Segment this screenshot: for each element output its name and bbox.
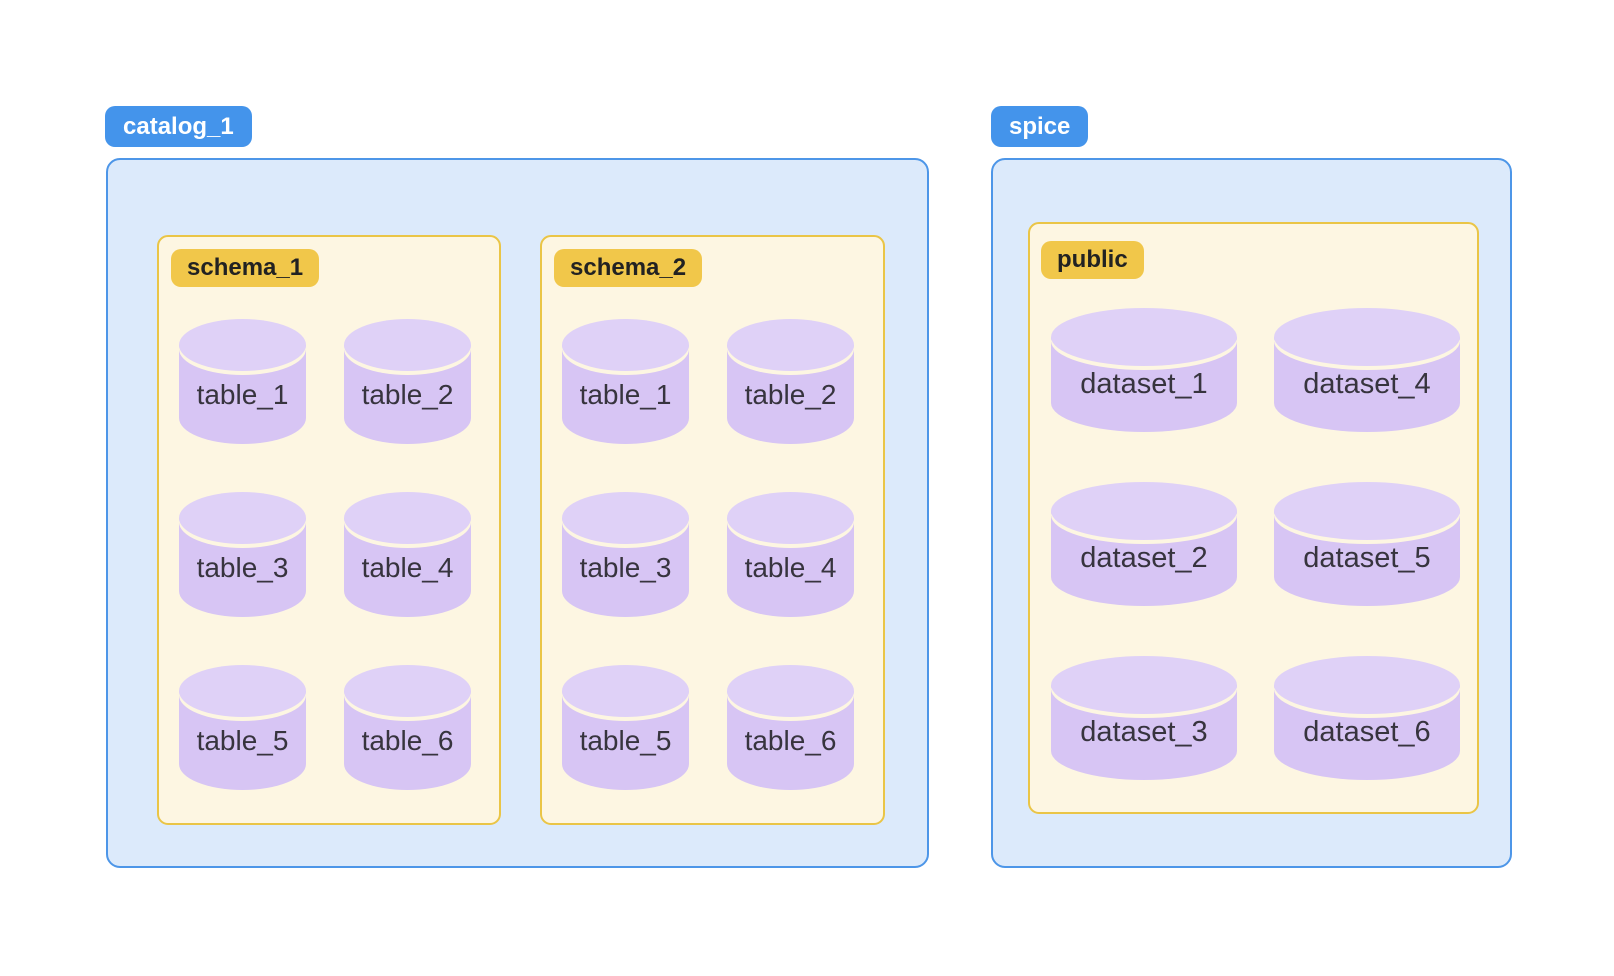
cylinder-top: [1051, 308, 1237, 366]
schema-1-label-pill: schema_1: [171, 249, 320, 287]
dataset-label: dataset_4: [1303, 368, 1431, 400]
schema-2-box: schema_2 table_1 table_2 table_3: [540, 235, 885, 825]
table-label: table_6: [361, 724, 454, 756]
schema-1-table-grid: table_1 table_2 table_3 table_4: [179, 319, 471, 790]
table-cylinder: table_2: [344, 319, 471, 444]
cylinder-top: [179, 492, 306, 544]
public-schema-box: public dataset_1 dataset_2 dataset_3: [1028, 222, 1479, 814]
table-cylinder: table_1: [179, 319, 306, 444]
dataset-label: dataset_5: [1303, 542, 1431, 574]
cylinder-top: [1051, 482, 1237, 540]
dataset-cylinder: dataset_5: [1274, 482, 1460, 606]
table-cylinder: table_2: [727, 319, 854, 444]
schema-2-label-pill: schema_2: [554, 249, 703, 287]
public-dataset-grid: dataset_1 dataset_2 dataset_3 dataset_4: [1051, 308, 1460, 780]
cylinder-top: [344, 492, 471, 544]
cylinder-top: [562, 319, 689, 371]
table-cylinder: table_3: [179, 492, 306, 617]
catalog-1-container: schema_1 table_1 table_2 table_3: [106, 158, 929, 868]
cylinder-top: [562, 665, 689, 717]
cylinder-top: [1274, 308, 1460, 366]
table-label: table_4: [744, 551, 837, 583]
table-cylinder: table_4: [727, 492, 854, 617]
dataset-cylinder: dataset_6: [1274, 656, 1460, 780]
table-label: table_5: [196, 724, 289, 756]
cylinder-top: [344, 319, 471, 371]
table-cylinder: table_4: [344, 492, 471, 617]
table-label: table_1: [579, 378, 672, 410]
table-label: table_3: [579, 551, 672, 583]
table-label: table_2: [361, 378, 454, 410]
cylinder-top: [1274, 482, 1460, 540]
dataset-cylinder: dataset_1: [1051, 308, 1237, 432]
spice-container: public dataset_1 dataset_2 dataset_3: [991, 158, 1512, 868]
dataset-cylinder: dataset_3: [1051, 656, 1237, 780]
table-cylinder: table_6: [727, 665, 854, 790]
table-cylinder: table_3: [562, 492, 689, 617]
table-cylinder: table_1: [562, 319, 689, 444]
table-cylinder: table_5: [562, 665, 689, 790]
cylinder-top: [727, 319, 854, 371]
cylinder-top: [727, 665, 854, 717]
table-label: table_2: [744, 378, 837, 410]
cylinder-top: [562, 492, 689, 544]
dataset-cylinder: dataset_2: [1051, 482, 1237, 606]
cylinder-top: [1051, 656, 1237, 714]
dataset-label: dataset_2: [1080, 542, 1208, 574]
cylinder-top: [179, 319, 306, 371]
cylinder-top: [727, 492, 854, 544]
cylinder-top: [344, 665, 471, 717]
spice-label-pill: spice: [991, 106, 1089, 147]
table-label: table_1: [196, 378, 289, 410]
table-label: table_6: [744, 724, 837, 756]
schema-2-table-grid: table_1 table_2 table_3 table_4: [562, 319, 854, 790]
cylinder-top: [1274, 656, 1460, 714]
cylinder-top: [179, 665, 306, 717]
dataset-label: dataset_1: [1080, 368, 1208, 400]
table-cylinder: table_6: [344, 665, 471, 790]
table-label: table_3: [196, 551, 289, 583]
dataset-label: dataset_3: [1080, 716, 1208, 748]
dataset-label: dataset_6: [1303, 716, 1431, 748]
public-label-pill: public: [1041, 241, 1144, 279]
dataset-cylinder: dataset_4: [1274, 308, 1460, 432]
catalog-1-label-pill: catalog_1: [105, 106, 252, 147]
table-label: table_4: [361, 551, 454, 583]
table-cylinder: table_5: [179, 665, 306, 790]
schema-1-box: schema_1 table_1 table_2 table_3: [157, 235, 501, 825]
table-label: table_5: [579, 724, 672, 756]
